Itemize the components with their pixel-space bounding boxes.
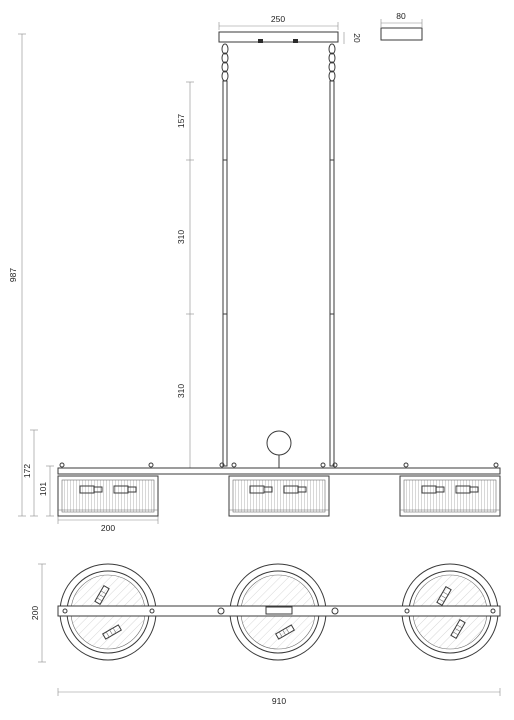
center-globe — [266, 430, 292, 456]
canopy — [218, 31, 339, 43]
label-canopy-depth: 80 — [396, 11, 406, 21]
canopy-side-view — [380, 27, 423, 41]
bulb-socket-icon — [249, 485, 307, 494]
label-shade-diameter: 200 — [101, 523, 115, 533]
canopy-bracket-left — [258, 39, 263, 43]
shade-center — [228, 475, 330, 517]
shade-left — [57, 475, 159, 517]
plan-bulb-icon — [94, 585, 466, 640]
shade-right — [399, 475, 501, 517]
label-rod-segment-lower: 310 — [176, 384, 186, 398]
label-fixture-height: 172 — [22, 464, 32, 478]
label-canopy-width: 250 — [271, 14, 285, 24]
horizontal-bar — [57, 467, 501, 475]
canopy-bracket-right — [293, 39, 298, 43]
plan-canopy-outline — [265, 606, 293, 615]
label-canopy-height: 20 — [352, 33, 362, 43]
label-total-length: 910 — [272, 696, 286, 706]
plan-horizontal-bar — [57, 605, 501, 617]
suspension-left — [221, 43, 229, 467]
dimension-labels: 250 20 80 987 157 310 310 172 101 200 20… — [8, 11, 406, 706]
bulb-socket-icon — [421, 485, 479, 494]
label-rod-segment-middle: 310 — [176, 230, 186, 244]
suspension-right — [328, 43, 336, 467]
bulb-socket-icon — [79, 485, 137, 494]
plan-view — [57, 563, 501, 661]
label-chain-segment-top: 157 — [176, 114, 186, 128]
label-plan-depth: 200 — [30, 606, 40, 620]
label-total-height: 987 — [8, 268, 18, 282]
elevation-view — [57, 27, 501, 517]
label-shade-height: 101 — [38, 482, 48, 496]
dimension-lines — [18, 19, 501, 696]
